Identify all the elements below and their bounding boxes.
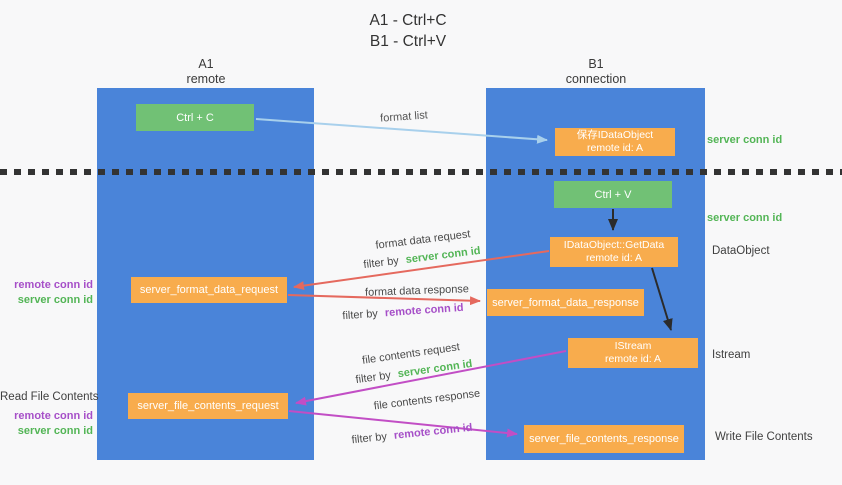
- label-write-file-contents: Write File Contents: [715, 431, 813, 443]
- filter-by-text: filter by: [351, 430, 388, 447]
- lane-a1-subtitle: remote: [186, 72, 226, 86]
- left-conn-id-block-1: remote conn id server conn id: [0, 278, 93, 308]
- filter-by-text: filter by: [342, 307, 379, 323]
- save-idataobject-line2: remote id: A: [586, 142, 644, 154]
- ctrl-v-label: Ctrl + V: [594, 188, 632, 201]
- file-request-label: server_file_contents_request: [137, 400, 279, 412]
- filter-by-text: filter by: [362, 254, 400, 272]
- istream-line2: remote id: A: [604, 353, 662, 365]
- ctrl-c-label: Ctrl + C: [176, 111, 214, 124]
- lane-header-b1: B1 connection: [526, 57, 666, 87]
- format-request-label: server_format_data_request: [139, 284, 279, 296]
- save-idataobject-line1: 保存IDataObject: [576, 129, 654, 141]
- lane-header-a1: A1 remote: [136, 57, 276, 87]
- edge-label-format-list: format list: [379, 109, 429, 125]
- node-save-idataobject: 保存IDataObject remote id: A: [555, 128, 675, 156]
- dotted-separator: [0, 169, 842, 175]
- node-server-format-data-response: server_format_data_response: [487, 289, 644, 316]
- filter-by-text: filter by: [354, 369, 392, 387]
- getdata-line1: IDataObject::GetData: [563, 239, 665, 251]
- label-istream: Istream: [712, 349, 751, 361]
- lane-b1-subtitle: connection: [565, 72, 627, 86]
- node-server-format-data-request: server_format_data_request: [131, 277, 287, 303]
- label-server-conn-id-top: server conn id: [707, 134, 783, 146]
- lane-a1-title: A1: [198, 57, 214, 71]
- title-line-2: B1 - Ctrl+V: [369, 33, 447, 50]
- left-conn-id-block-2: Read File Contents remote conn id server…: [0, 391, 99, 439]
- label-server-conn-id-2: server conn id: [17, 425, 93, 437]
- edge-label-filter-remote-2: filter by remote conn id: [351, 422, 473, 447]
- label-dataobject: DataObject: [712, 245, 770, 257]
- remote-conn-id-text: remote conn id: [384, 301, 464, 320]
- server-conn-id-text: server conn id: [396, 357, 474, 381]
- label-remote-conn-id-1: remote conn id: [14, 279, 93, 291]
- remote-conn-id-text: remote conn id: [393, 421, 473, 442]
- node-istream: IStream remote id: A: [568, 338, 698, 368]
- label-server-conn-id-mid: server conn id: [707, 212, 783, 224]
- file-response-label: server_file_contents_response: [529, 433, 679, 445]
- node-server-file-contents-response: server_file_contents_response: [524, 425, 684, 453]
- node-idataobject-getdata: IDataObject::GetData remote id: A: [550, 237, 678, 267]
- node-ctrl-v: Ctrl + V: [554, 181, 672, 208]
- node-ctrl-c: Ctrl + C: [136, 104, 254, 131]
- node-server-file-contents-request: server_file_contents_request: [128, 393, 288, 419]
- server-conn-id-text: server conn id: [405, 244, 482, 266]
- istream-line1: IStream: [614, 340, 652, 352]
- edge-label-format-data-response: format data response: [364, 283, 470, 299]
- edge-label-file-contents-response: file contents response: [373, 387, 481, 413]
- edge-label-filter-remote-1: filter by remote conn id: [342, 302, 464, 322]
- lane-b1-title: B1: [588, 57, 604, 71]
- getdata-line2: remote id: A: [585, 252, 643, 264]
- format-response-label: server_format_data_response: [492, 296, 639, 309]
- label-server-conn-id-1: server conn id: [17, 294, 93, 306]
- diagram-title: A1 - Ctrl+C B1 - Ctrl+V: [369, 10, 446, 52]
- label-remote-conn-id-2: remote conn id: [14, 410, 93, 422]
- title-line-1: A1 - Ctrl+C: [369, 12, 447, 29]
- label-read-file-contents: Read File Contents: [0, 391, 99, 403]
